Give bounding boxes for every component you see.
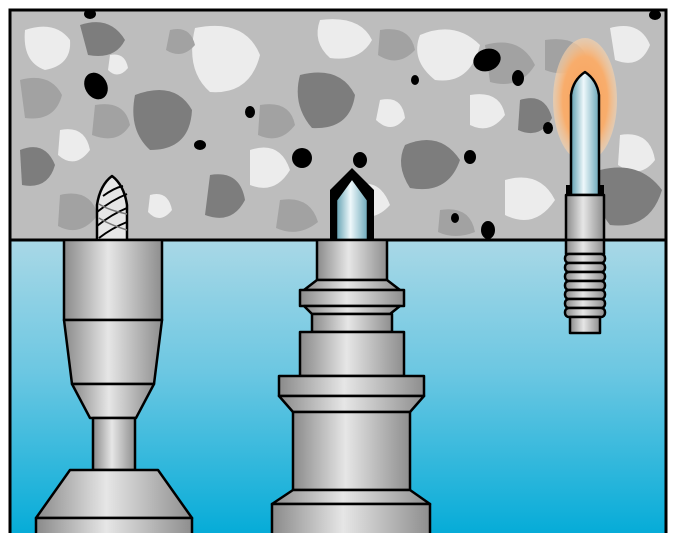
drill-neck <box>93 418 135 470</box>
core-base <box>272 504 430 533</box>
core-shank <box>317 240 387 280</box>
core-body <box>300 332 404 376</box>
anchor-end <box>570 317 600 333</box>
core-lower-body <box>293 412 410 490</box>
drill-shank <box>64 240 162 320</box>
core-flange <box>279 376 424 396</box>
heated-threaded-anchor <box>565 72 605 333</box>
anchor-thread <box>565 254 605 317</box>
drill-collar <box>64 320 162 384</box>
anchor-pin <box>571 72 599 195</box>
